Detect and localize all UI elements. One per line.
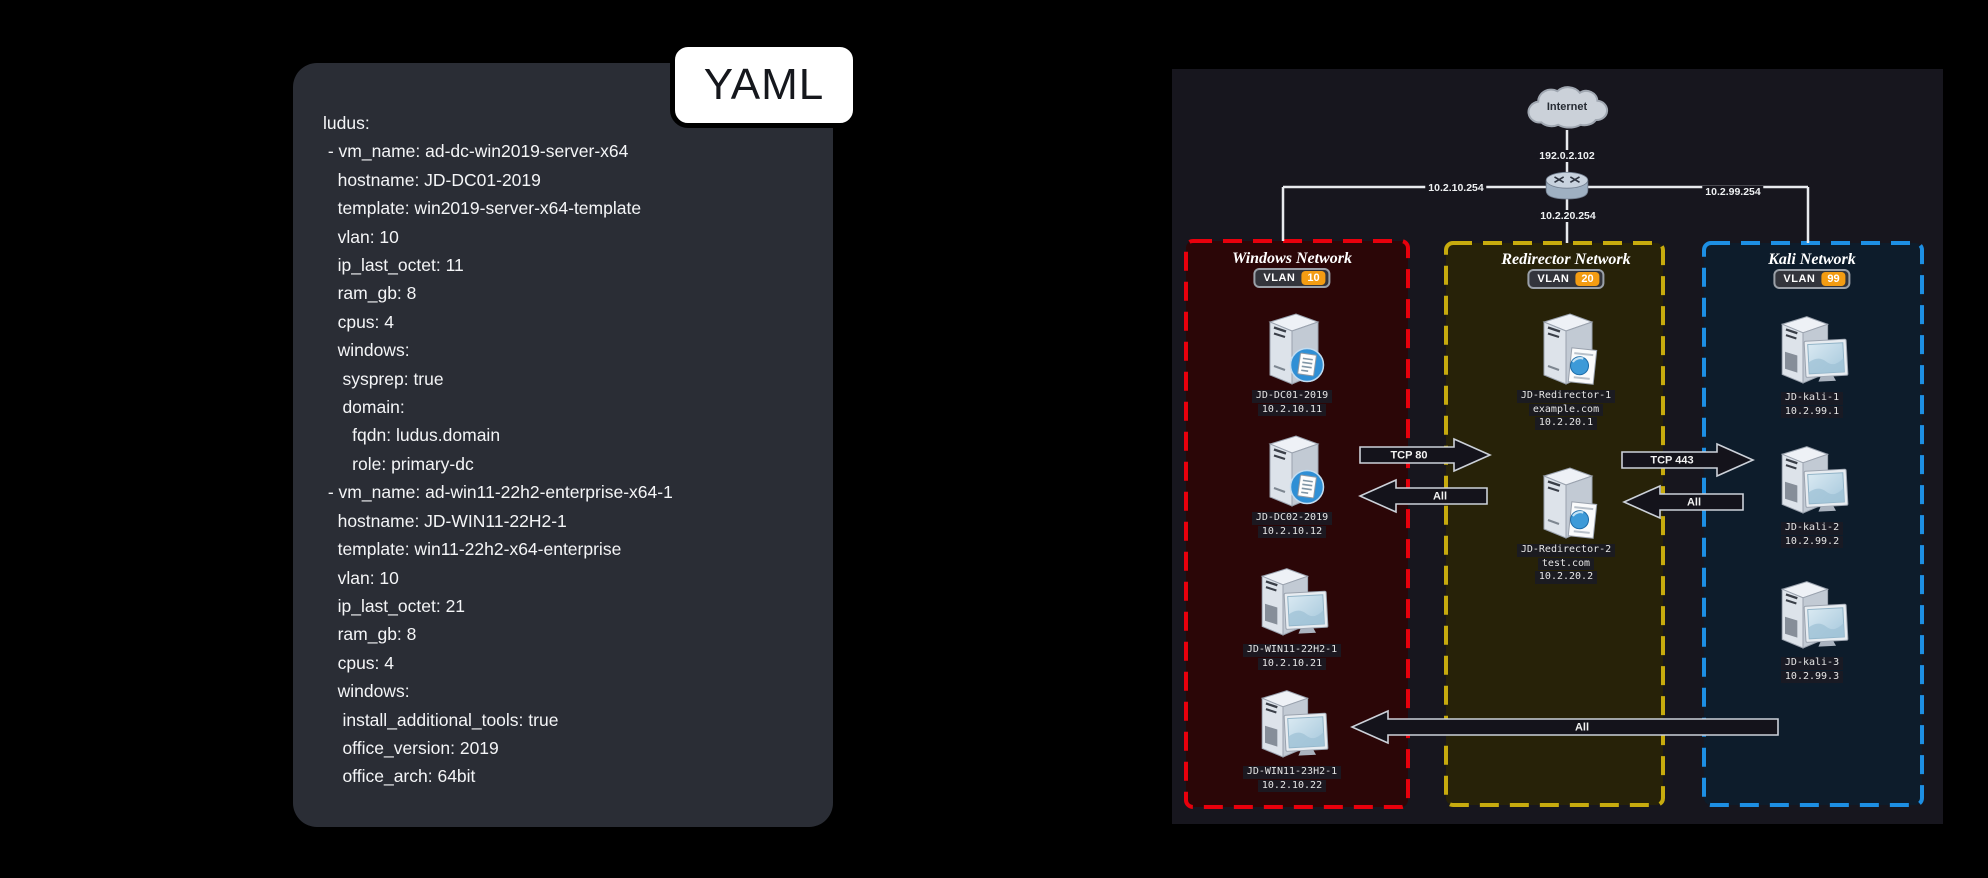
yaml-code: ludus: - vm_name: ad-dc-win2019-server-x… [323,113,673,787]
node-label-line: test.com [1537,557,1595,570]
traffic-arrow [1621,442,1755,478]
node-label-line: 10.2.10.21 [1257,657,1327,670]
node-label-line: 10.2.99.1 [1780,405,1844,418]
workstation-icon [1250,563,1334,643]
server-doc-icon [1250,431,1334,511]
node-label-line: 10.2.99.3 [1780,670,1844,683]
yaml-badge: YAML [670,42,858,128]
wan-ip-label: 192.0.2.102 [1536,150,1598,162]
vlan-word: VLAN [1263,272,1296,284]
vlan-word: VLAN [1783,273,1816,285]
arrow-label: All [1433,491,1447,503]
traffic-arrow [1350,709,1779,745]
router-left-ip-label: 10.2.10.254 [1425,182,1487,194]
network-title-1: Windows Network [1232,250,1352,267]
node-label-line: 10.2.20.1 [1534,417,1598,430]
node-label-line: 10.2.10.12 [1257,525,1327,538]
arrow-label: TCP 443 [1650,455,1693,467]
vlan-badge-99: VLAN 99 [1773,269,1851,289]
node-label-line: 10.2.10.11 [1257,403,1327,416]
workstation-icon [1770,576,1854,656]
node-label-line: 10.2.10.22 [1257,779,1327,792]
arrow-label: All [1575,722,1589,734]
node-label-line: JD-WIN11-22H2-1 [1242,644,1342,657]
network-title-2: Redirector Network [1501,251,1631,268]
vlan-number: 10 [1301,271,1326,285]
node-label-line: 10.2.20.2 [1534,571,1598,584]
traffic-arrow [1622,484,1744,520]
node-label-line: JD-DC01-2019 [1251,390,1333,403]
yaml-code-panel: ludus: - vm_name: ad-dc-win2019-server-x… [293,63,833,827]
arrow-label: All [1687,497,1701,509]
internet-label: Internet [1546,101,1588,113]
server-web-icon [1524,309,1608,389]
node-label-line: JD-kali-1 [1780,392,1844,405]
traffic-arrow [1359,437,1492,473]
node-label-line: 10.2.99.2 [1780,535,1844,548]
node-label-line: JD-kali-2 [1780,522,1844,535]
network-title-3: Kali Network [1768,251,1856,268]
vlan-word: VLAN [1537,273,1570,285]
workstation-icon [1770,311,1854,391]
router-icon [1545,171,1589,200]
vlan-badge-20: VLAN 20 [1527,269,1605,289]
node-label-line: example.com [1528,403,1604,416]
vlan-badge-10: VLAN 10 [1253,268,1331,288]
workstation-icon [1770,441,1854,521]
node-label-line: JD-Redirector-1 [1516,390,1616,403]
workstation-icon [1250,685,1334,765]
node-label-line: JD-Redirector-2 [1516,544,1616,557]
server-doc-icon [1250,309,1334,389]
traffic-arrow [1358,478,1488,514]
node-label-line: JD-kali-3 [1780,657,1844,670]
yaml-badge-label: YAML [703,60,825,109]
arrow-label: TCP 80 [1390,450,1427,462]
vlan-number: 99 [1821,272,1846,286]
node-label-line: JD-WIN11-23H2-1 [1242,766,1342,779]
router-bottom-ip-label: 10.2.20.254 [1537,210,1599,222]
node-label-line: JD-DC02-2019 [1251,512,1333,525]
vlan-number: 20 [1575,272,1600,286]
server-web-icon [1524,463,1608,543]
router-right-ip-label: 10.2.99.254 [1702,186,1764,198]
